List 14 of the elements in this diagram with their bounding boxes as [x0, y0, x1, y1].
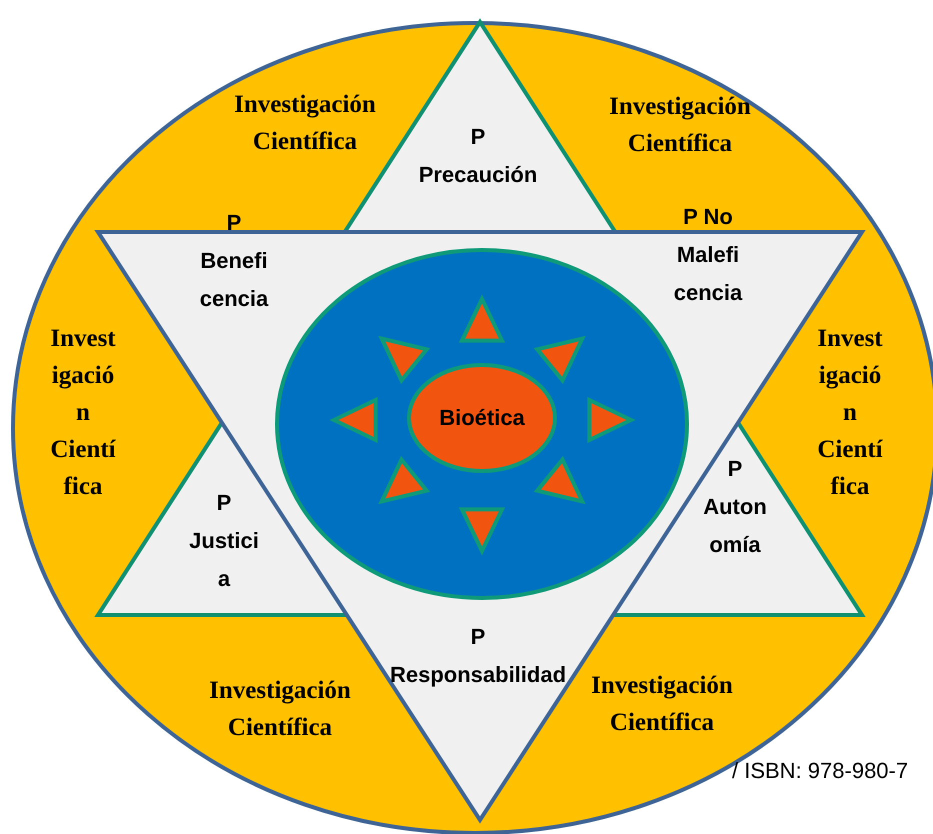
region-label: Investigación Científica [609, 92, 751, 159]
isbn-text: / ISBN: 978-980-7 [732, 758, 908, 784]
principle-label: P Precaución [418, 123, 538, 189]
principle-label: P Justici a [189, 489, 259, 593]
region-label: Investigación Científica [591, 671, 733, 738]
principle-label: P Benefi cencia [200, 209, 268, 313]
center-label: Bioética [438, 404, 526, 432]
principle-label: P Responsabilidad [390, 623, 566, 689]
region-label: Invest igació n Cientí fica [817, 324, 883, 502]
region-label: Investigación Científica [209, 676, 351, 743]
principle-label: P No Malefi cencia [672, 203, 744, 307]
principle-label: P Auton omía [703, 455, 767, 559]
region-label: Invest igació n Cientí fica [50, 324, 116, 502]
region-label: Investigación Científica [234, 90, 376, 157]
